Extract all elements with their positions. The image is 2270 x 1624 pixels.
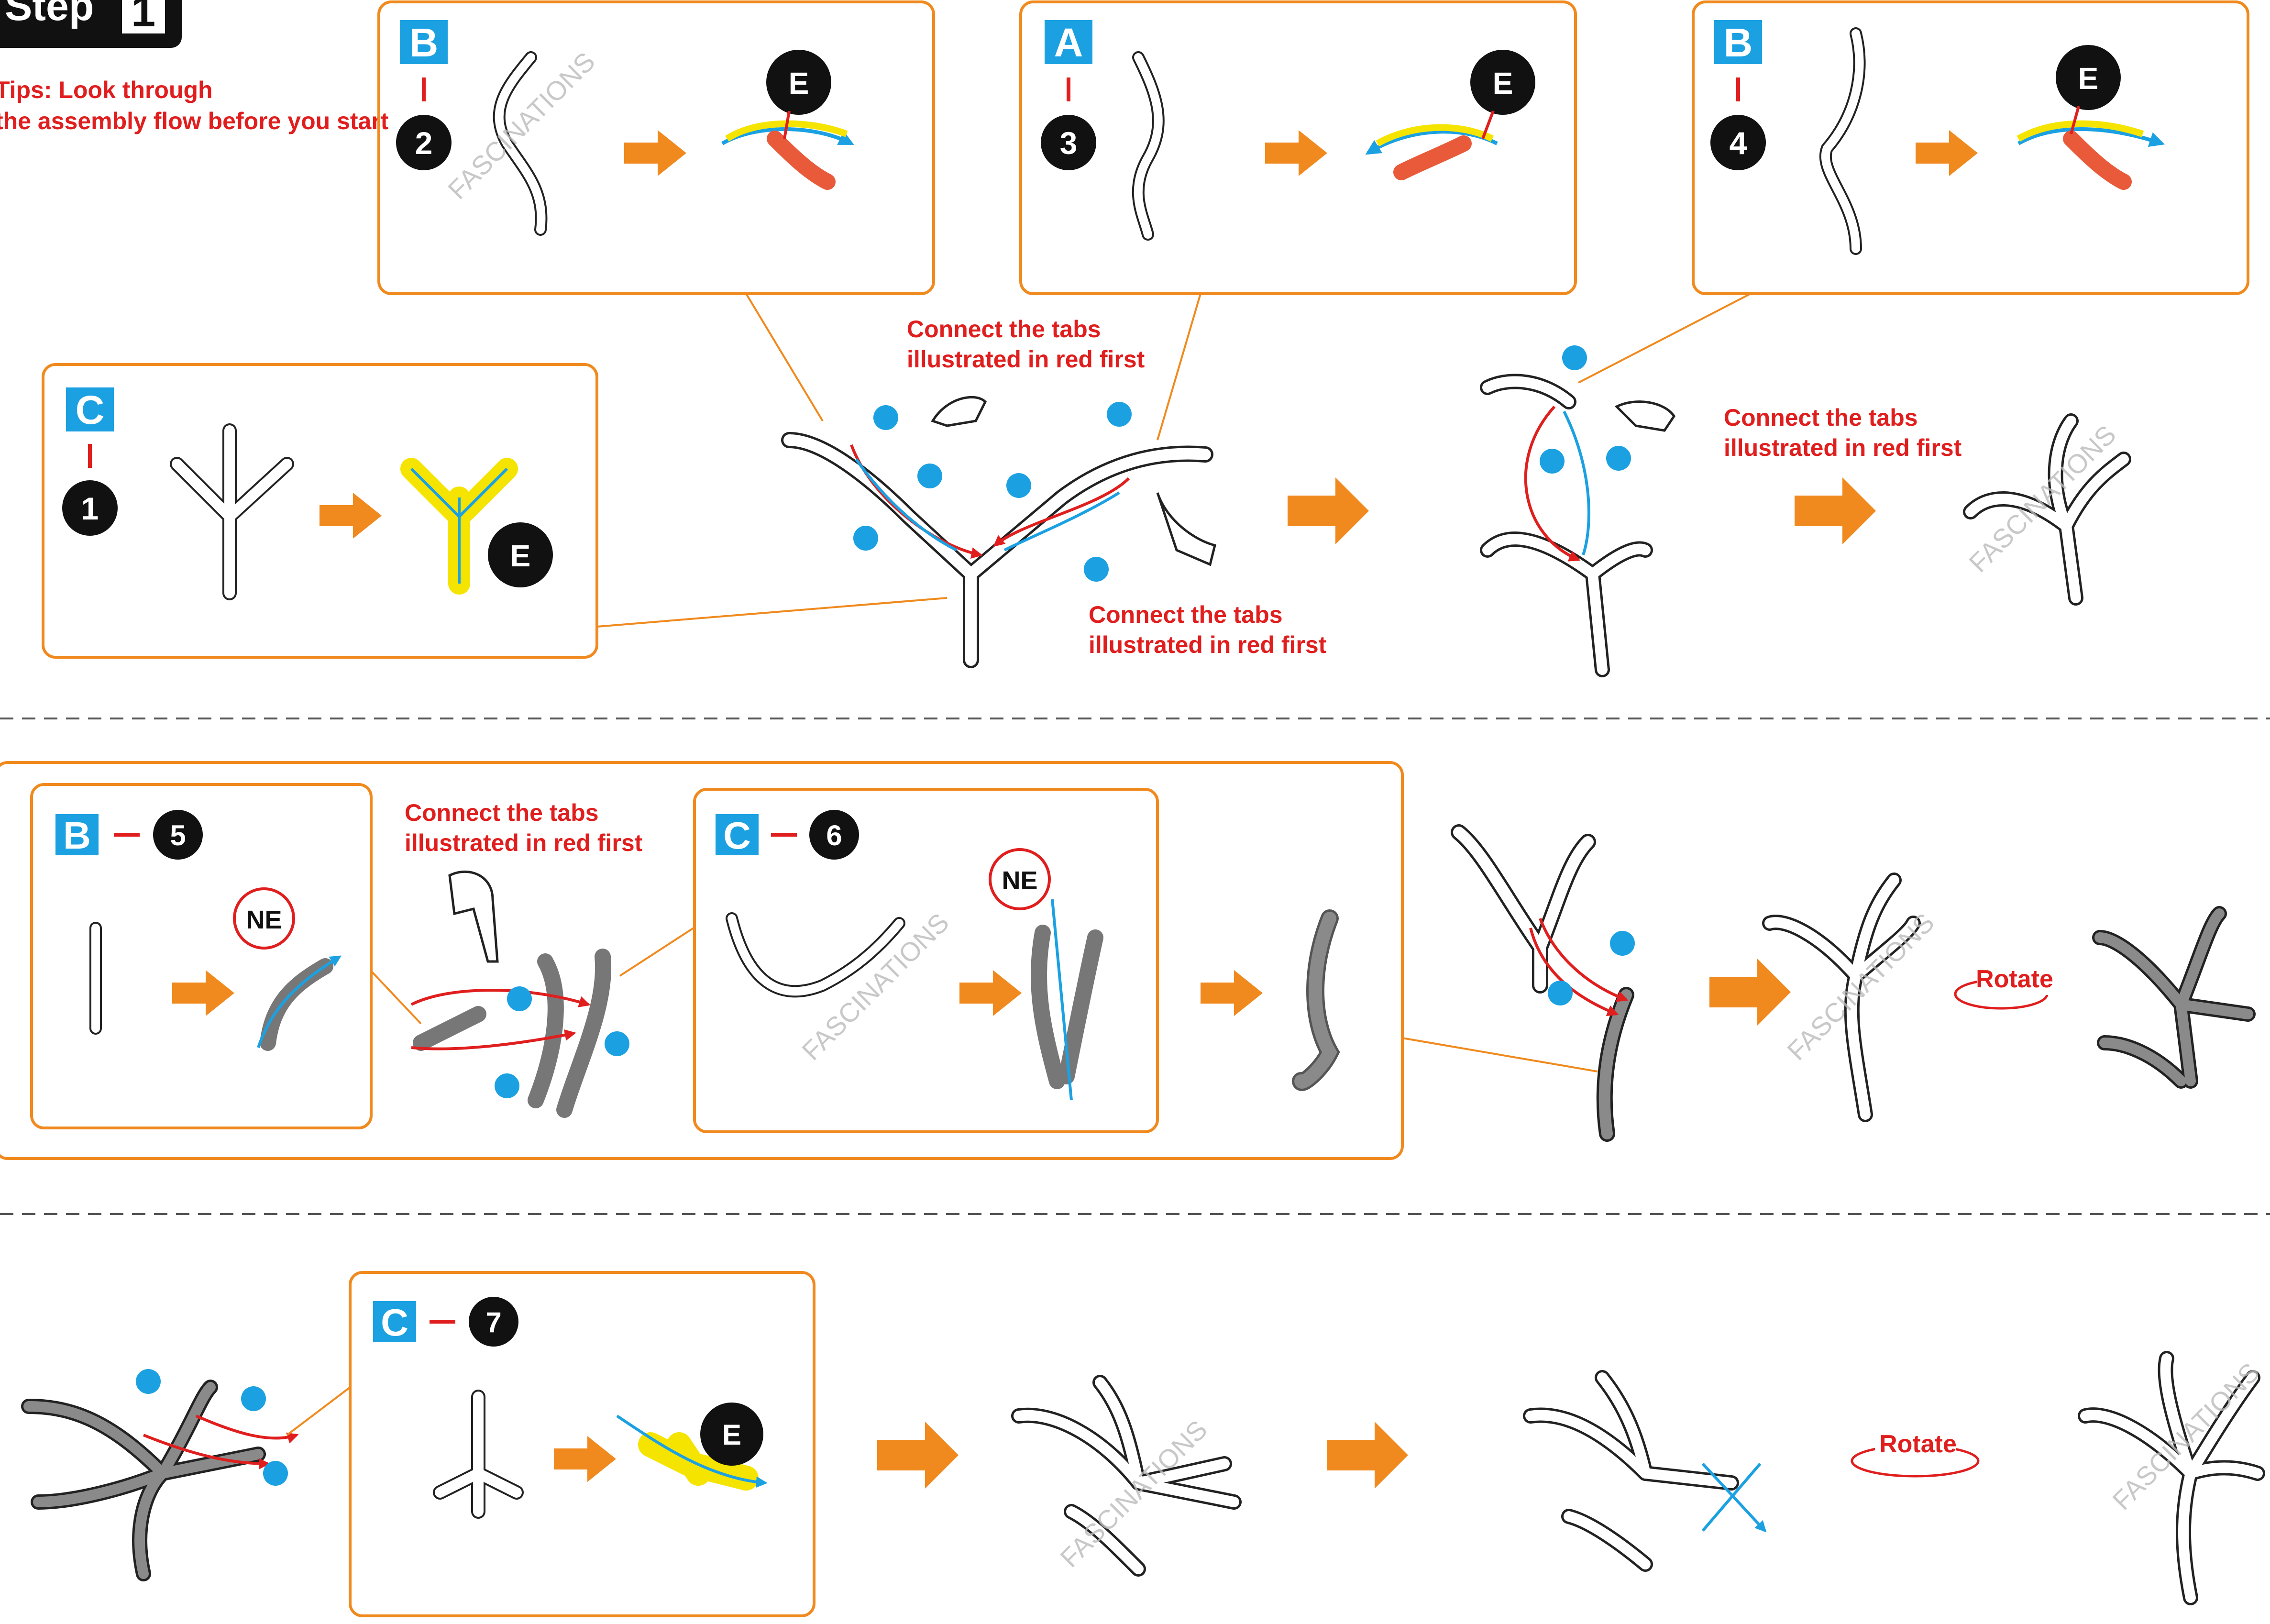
step-number: 1: [131, 0, 155, 36]
next-arrow: [1795, 477, 1876, 544]
panel-number: 3: [1060, 125, 1078, 161]
connect-note-1b: illustrated in red first: [907, 346, 1145, 373]
panel-letter: B: [409, 20, 439, 65]
hinge-badge-fixed: NE: [246, 906, 282, 934]
fourth-assembly: [21, 1369, 299, 1581]
callout-connectors: [370, 927, 694, 1025]
connect-note-4a: Connect the tabs: [405, 799, 599, 826]
panel-letter: C: [381, 1301, 408, 1344]
callout-connectors: [1402, 1037, 1598, 1072]
step-header: Step 1: [0, 0, 182, 48]
watermarks: FASCINATIONS FASCINATIONS FASCINATIONS F…: [442, 46, 2265, 1573]
callout-connectors: [286, 1386, 351, 1436]
callout-connectors: [596, 293, 1751, 628]
hinge-badge: E: [1493, 66, 1513, 100]
rotate-indicator-2: Rotate: [1851, 1430, 1980, 1478]
panel-number: 6: [826, 819, 842, 851]
third-assembly: [1451, 824, 1635, 1142]
hinge-badge: E: [510, 539, 531, 573]
panel-letter: C: [76, 387, 105, 432]
hinge-badge: E: [722, 1419, 741, 1451]
panel-letter: B: [63, 814, 91, 857]
panel-number: 2: [415, 125, 433, 161]
next-arrow: [877, 1422, 959, 1489]
second-assembly: [1480, 345, 1676, 677]
hinge-badge: E: [2078, 61, 2099, 96]
next-arrow: [1288, 477, 1369, 544]
connect-note-1a: Connect the tabs: [907, 316, 1101, 342]
panel-number: 7: [485, 1306, 501, 1338]
tab-connection-detail: [410, 870, 629, 1118]
panel-letter: B: [1724, 20, 1753, 65]
rotate-label: Rotate: [1879, 1430, 1957, 1458]
next-arrow: [1709, 959, 1791, 1026]
next-arrow: [1201, 970, 1263, 1016]
claw-gray-piece: [1292, 909, 1340, 1091]
connect-note-2a: Connect the tabs: [1089, 601, 1283, 628]
row-2-frame: [0, 761, 1404, 1160]
connect-note-3b: illustrated in red first: [1724, 434, 1962, 461]
panel-number: 4: [1730, 125, 1747, 161]
connect-note-2b: illustrated in red first: [1089, 631, 1327, 658]
hinge-badge-fixed: NE: [1002, 866, 1037, 895]
step-label: Step: [5, 0, 94, 29]
next-arrow: [1327, 1422, 1408, 1489]
panel-b-4: B 4 E: [1692, 0, 2249, 295]
claw-result-2: [1762, 873, 1921, 1122]
center-assembly: [781, 396, 1217, 668]
hinge-badge: E: [789, 66, 809, 100]
claw-result-4: [1011, 1375, 1242, 1577]
claw-result-3: [2092, 906, 2256, 1089]
panel-letter: C: [723, 814, 751, 857]
tips-line-1: Tips: Look through: [0, 77, 213, 103]
panel-a-3: A 3 E: [1019, 0, 1577, 295]
connect-note-4b: illustrated in red first: [405, 829, 643, 856]
panel-c-7: C 7 E: [349, 1271, 815, 1617]
rotate-label: Rotate: [1976, 965, 2053, 993]
rotate-indicator-1: Rotate: [1954, 965, 2053, 1010]
panel-c-1: C 1 E: [42, 363, 598, 659]
panel-number: 5: [170, 819, 186, 851]
claw-final: [2078, 1351, 2265, 1605]
panel-b-2: B 2 E: [377, 0, 935, 295]
claw-result-1: [1963, 413, 2131, 606]
panel-b-5: B 5 NE: [30, 783, 373, 1129]
panel-number: 1: [81, 491, 99, 526]
claw-result-5: [1523, 1370, 1765, 1572]
panel-letter: A: [1054, 20, 1083, 65]
panel-c-6: C 6 NE: [693, 788, 1159, 1133]
connect-note-3a: Connect the tabs: [1724, 404, 1918, 431]
tips-line-2: the assembly flow before you start: [0, 108, 389, 134]
